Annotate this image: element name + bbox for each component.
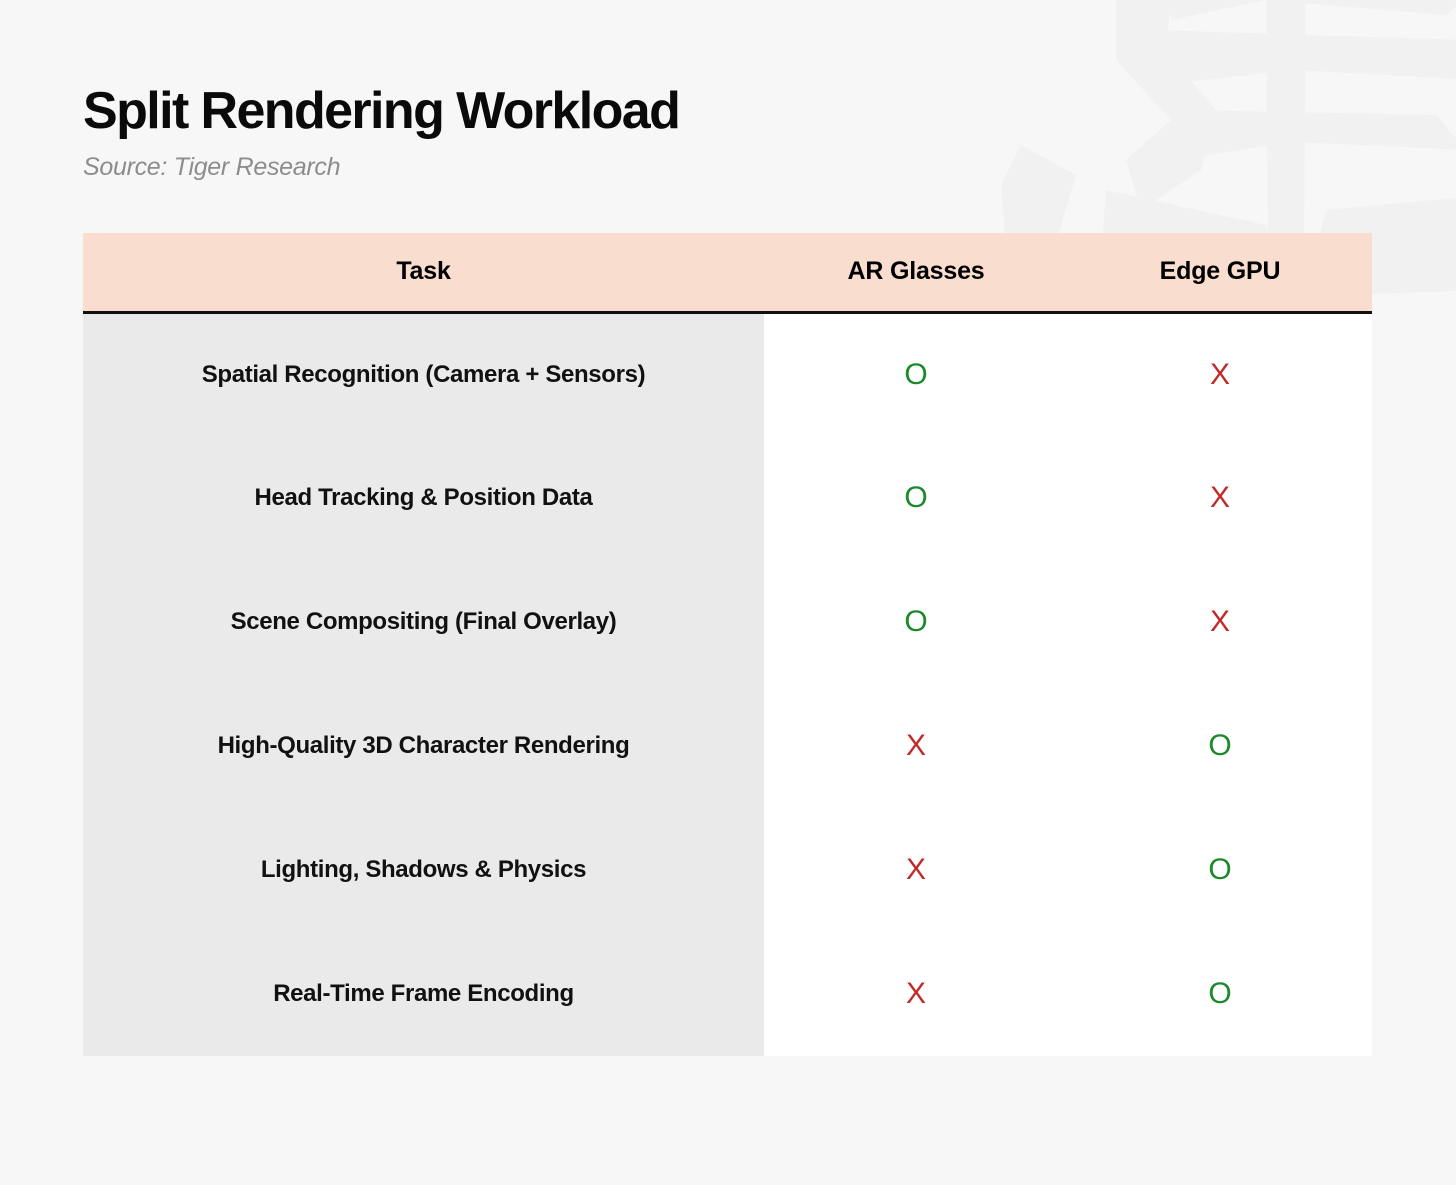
edge-gpu-cell: O bbox=[1068, 684, 1372, 808]
task-label-cell: High-Quality 3D Character Rendering bbox=[83, 684, 764, 808]
table-row: Spatial Recognition (Camera + Sensors) O X bbox=[83, 312, 1372, 436]
table-body: Spatial Recognition (Camera + Sensors) O X… bbox=[83, 312, 1372, 1056]
task-label-cell: Scene Compositing (Final Overlay) bbox=[83, 560, 764, 684]
split-rendering-workload-table: Task AR Glasses Edge GPU Spatial Recogni… bbox=[83, 233, 1372, 1056]
supported-mark-icon: O bbox=[904, 357, 928, 391]
table-header-row: Task AR Glasses Edge GPU bbox=[83, 233, 1372, 314]
table-row: High-Quality 3D Character Rendering X O bbox=[83, 684, 1372, 808]
column-header-edge-gpu: Edge GPU bbox=[1068, 233, 1372, 314]
ar-glasses-cell: X bbox=[764, 808, 1068, 932]
table-header: Task AR Glasses Edge GPU bbox=[83, 233, 1372, 314]
edge-gpu-cell: X bbox=[1068, 560, 1372, 684]
not-supported-mark-icon: X bbox=[1209, 481, 1230, 514]
table-row: Lighting, Shadows & Physics X O bbox=[83, 808, 1372, 932]
ar-glasses-cell: O bbox=[764, 560, 1068, 684]
supported-mark-icon: O bbox=[1208, 977, 1232, 1010]
task-label-cell: Lighting, Shadows & Physics bbox=[83, 808, 764, 932]
column-header-ar-glasses: AR Glasses bbox=[764, 233, 1068, 314]
supported-mark-icon: O bbox=[1208, 853, 1232, 886]
ar-glasses-cell: X bbox=[764, 932, 1068, 1056]
supported-mark-icon: O bbox=[1208, 729, 1232, 762]
ar-glasses-cell: O bbox=[764, 436, 1068, 560]
not-supported-mark-icon: X bbox=[1209, 605, 1230, 638]
ar-glasses-cell: O bbox=[764, 312, 1068, 436]
task-label-cell: Real-Time Frame Encoding bbox=[83, 932, 764, 1056]
ar-glasses-cell: X bbox=[764, 684, 1068, 808]
edge-gpu-cell: X bbox=[1068, 436, 1372, 560]
header-block: Split Rendering Workload Source: Tiger R… bbox=[83, 82, 1083, 182]
not-supported-mark-icon: X bbox=[905, 853, 926, 886]
edge-gpu-cell: O bbox=[1068, 808, 1372, 932]
edge-gpu-cell: O bbox=[1068, 932, 1372, 1056]
page-title: Split Rendering Workload bbox=[83, 82, 681, 140]
column-header-task: Task bbox=[83, 233, 764, 314]
not-supported-mark-icon: X bbox=[905, 977, 926, 1010]
task-label-cell: Head Tracking & Position Data bbox=[83, 436, 764, 560]
task-label-cell: Spatial Recognition (Camera + Sensors) bbox=[83, 312, 764, 436]
page-subtitle-source: Source: Tiger Research bbox=[83, 153, 341, 182]
supported-mark-icon: O bbox=[904, 605, 928, 638]
not-supported-mark-icon: X bbox=[905, 729, 926, 762]
not-supported-mark-icon: X bbox=[1209, 357, 1230, 391]
table-row: Real-Time Frame Encoding X O bbox=[83, 932, 1372, 1056]
edge-gpu-cell: X bbox=[1068, 312, 1372, 436]
supported-mark-icon: O bbox=[904, 481, 928, 514]
table-row: Scene Compositing (Final Overlay) O X bbox=[83, 560, 1372, 684]
table-row: Head Tracking & Position Data O X bbox=[83, 436, 1372, 560]
